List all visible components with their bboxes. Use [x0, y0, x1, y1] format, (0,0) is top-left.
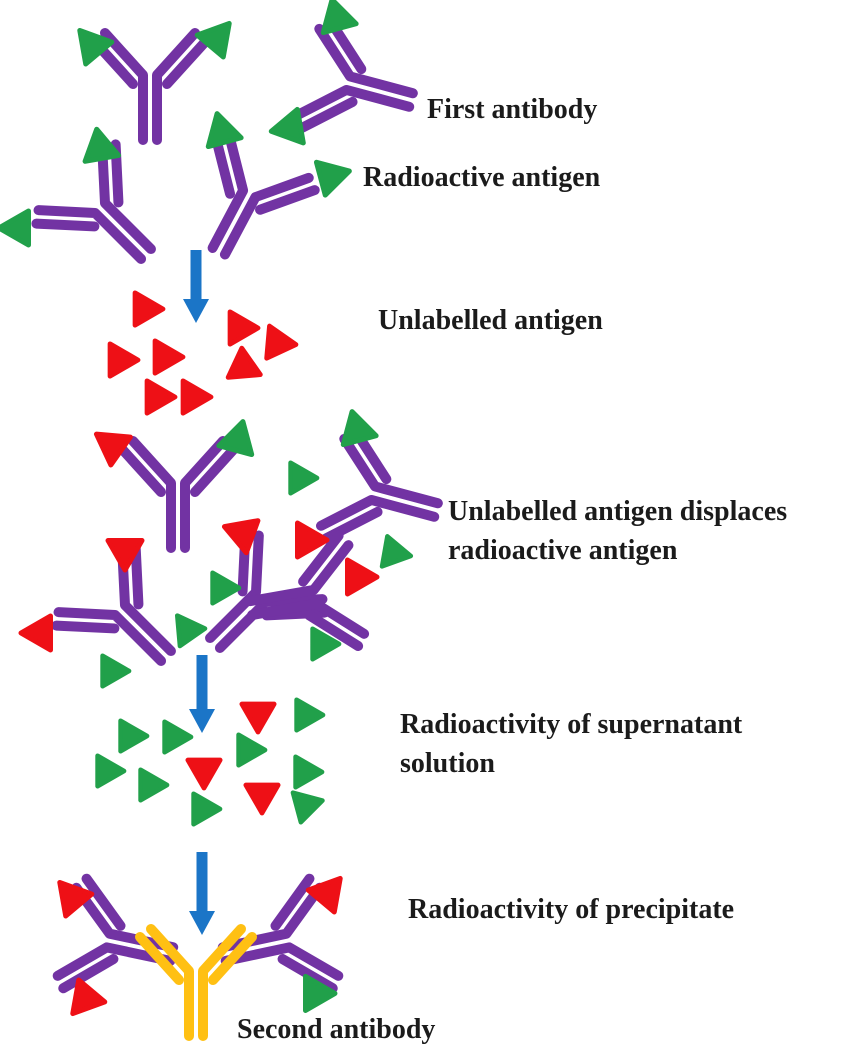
radioactive-antigen-triangle: [310, 626, 342, 662]
radioactive-antigen-triangle: [216, 419, 255, 458]
radioactive-antigen-triangle: [191, 791, 223, 827]
radioactive-antigen-triangle: [138, 767, 170, 803]
antibody-glyph: [31, 139, 156, 264]
label-radioactivity-supernatant: Radioactivity of supernatant solution: [400, 705, 742, 783]
radioactive-antigen-triangle: [194, 20, 232, 60]
unlabelled-antigen-triangle: [93, 431, 133, 468]
label-radioactivity-precipitate: Radioactivity of precipitate: [408, 894, 735, 925]
radioactive-antigen-triangle: [293, 754, 325, 790]
antibody-glyph: [52, 873, 179, 994]
radioactive-antigen-triangle: [303, 973, 338, 1013]
radioactive-antigen-triangle: [340, 409, 379, 448]
unlabelled-antigen-triangle: [18, 613, 53, 653]
unlabelled-antigen-triangle: [105, 538, 145, 573]
radioactive-antigen-triangle: [77, 27, 115, 67]
label-radioactivity-supernatant-line1: Radioactivity of supernatant: [400, 709, 743, 740]
antibody-glyph: [244, 530, 370, 652]
radioactive-antigen-triangle: [320, 0, 359, 36]
radioactive-antigen-triangle: [118, 718, 150, 754]
unlabelled-antigen-triangle: [107, 341, 141, 379]
radioactive-antigen-triangle: [95, 753, 127, 789]
label-unlabelled-antigen: Unlabelled antigen: [378, 305, 603, 336]
unlabelled-antigen-triangle: [57, 879, 95, 919]
second-antibody-glyph: [135, 924, 257, 1041]
unlabelled-antigen-triangle: [221, 518, 261, 556]
antibody-glyph: [207, 130, 320, 260]
label-first-antibody: First antibody: [427, 94, 598, 125]
radioactive-antigen-triangle: [236, 732, 268, 768]
radioactive-antigen-triangle: [0, 208, 31, 248]
unlabelled-antigen-triangle: [70, 977, 108, 1017]
unlabelled-antigen-triangle: [345, 557, 380, 597]
radioactive-antigen-triangle: [210, 570, 242, 606]
antibody-glyph: [117, 436, 239, 553]
label-unlabelled-displaces-line1: Unlabelled antigen displaces: [448, 496, 788, 527]
radioactive-antigen-triangle: [290, 790, 325, 825]
label-radioactive-antigen: Radioactive antigen: [363, 162, 601, 193]
label-second-antibody: Second antibody: [237, 1014, 436, 1045]
radioactive-antigen-triangle: [82, 126, 122, 164]
antibody-glyph: [291, 15, 418, 134]
radioactive-antigen-triangle: [294, 697, 326, 733]
radioactive-antigen-triangle: [313, 159, 352, 198]
radioactive-antigen-triangle: [268, 106, 306, 146]
flow-arrow: [189, 655, 215, 733]
radioactive-antigen-triangle: [162, 719, 194, 755]
antibody-glyph: [89, 28, 211, 145]
unlabelled-antigen-triangle: [295, 520, 330, 560]
label-unlabelled-displaces-line2: radioactive antigen: [448, 535, 678, 566]
radioactive-antigen-triangle: [379, 534, 414, 569]
radioactive-antigen-triangle: [100, 653, 132, 689]
radioactive-antigen-triangle: [288, 460, 320, 496]
unlabelled-antigen-triangle: [264, 323, 299, 361]
unlabelled-antigen-triangle: [225, 345, 263, 380]
flow-arrow: [189, 852, 215, 935]
unlabelled-antigen-triangle: [227, 309, 261, 347]
unlabelled-antigen-triangle: [305, 875, 343, 915]
label-radioactivity-supernatant-line2: solution: [400, 748, 495, 779]
unlabelled-antigen-triangle: [180, 378, 214, 416]
unlabelled-antigen-triangle: [152, 338, 186, 376]
unlabelled-antigen-triangle: [185, 757, 223, 791]
radioactive-antigen-triangle: [205, 111, 244, 150]
radioactive-antigen-triangle: [175, 613, 208, 649]
unlabelled-antigen-triangle: [132, 290, 166, 328]
label-unlabelled-displaces: Unlabelled antigen displaces radioactive…: [448, 492, 787, 570]
unlabelled-antigen-triangle: [144, 378, 178, 416]
unlabelled-antigen-triangle: [243, 782, 281, 816]
flow-arrow: [183, 250, 209, 323]
unlabelled-antigen-triangle: [239, 701, 277, 735]
